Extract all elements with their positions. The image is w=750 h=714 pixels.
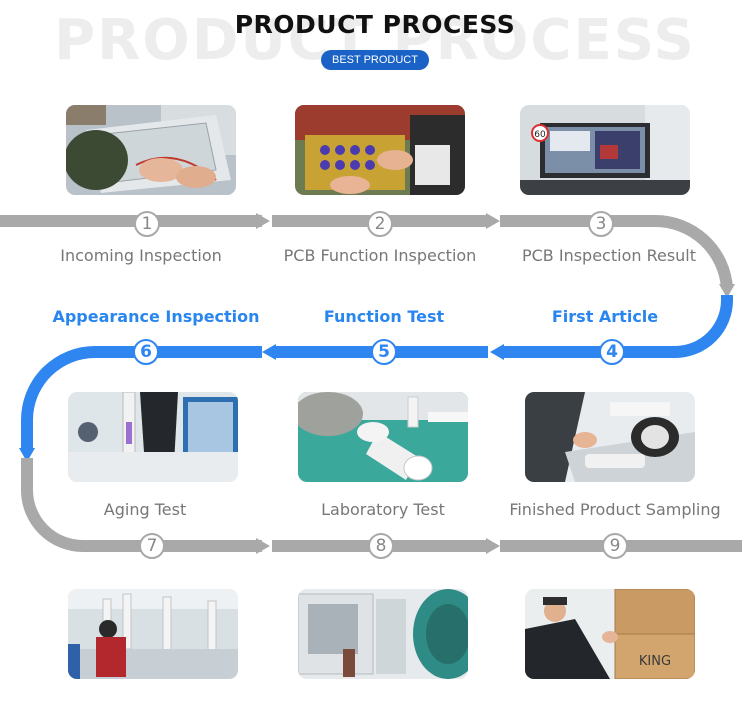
speed-sign-text: 60 bbox=[534, 130, 546, 140]
photo-finished-product-sampling bbox=[525, 392, 695, 482]
step-label-2: PCB Function Inspection bbox=[283, 246, 477, 265]
step-number-2: 2 bbox=[367, 211, 393, 237]
step-number-6: 6 bbox=[133, 339, 159, 365]
photo-aging-test-room bbox=[68, 589, 238, 679]
photo-pcb-inspection-result: 60 bbox=[520, 105, 690, 195]
step-number-5: 5 bbox=[371, 339, 397, 365]
step-number-4: 4 bbox=[599, 339, 625, 365]
step-label-5: Function Test bbox=[323, 307, 445, 326]
step-label-1: Incoming Inspection bbox=[60, 246, 222, 265]
step-label-9: Finished Product Sampling bbox=[509, 500, 721, 519]
step-number-8: 8 bbox=[368, 533, 394, 559]
photo-laboratory-test bbox=[298, 392, 468, 482]
step-label-6: Appearance Inspection bbox=[52, 307, 260, 326]
page-title: PRODUCT PROCESS bbox=[234, 10, 516, 39]
best-product-badge: BEST PRODUCT bbox=[321, 50, 429, 70]
photo-pcb-function-inspection bbox=[295, 105, 465, 195]
step-number-3: 3 bbox=[588, 211, 614, 237]
step-label-3: PCB Inspection Result bbox=[521, 246, 697, 265]
photo-aging-test bbox=[68, 392, 238, 482]
step-number-7: 7 bbox=[139, 533, 165, 559]
step-label-7: Aging Test bbox=[103, 500, 187, 519]
photo-incoming-inspection bbox=[66, 105, 236, 195]
step-label-4: First Article bbox=[551, 307, 659, 326]
photo-laboratory-chamber bbox=[298, 589, 468, 679]
step-label-8: Laboratory Test bbox=[321, 500, 445, 519]
step-number-9: 9 bbox=[602, 533, 628, 559]
photo-finished-product-packing: KING bbox=[525, 589, 695, 679]
box-brand-text: KING bbox=[639, 654, 671, 669]
step-number-1: 1 bbox=[134, 211, 160, 237]
